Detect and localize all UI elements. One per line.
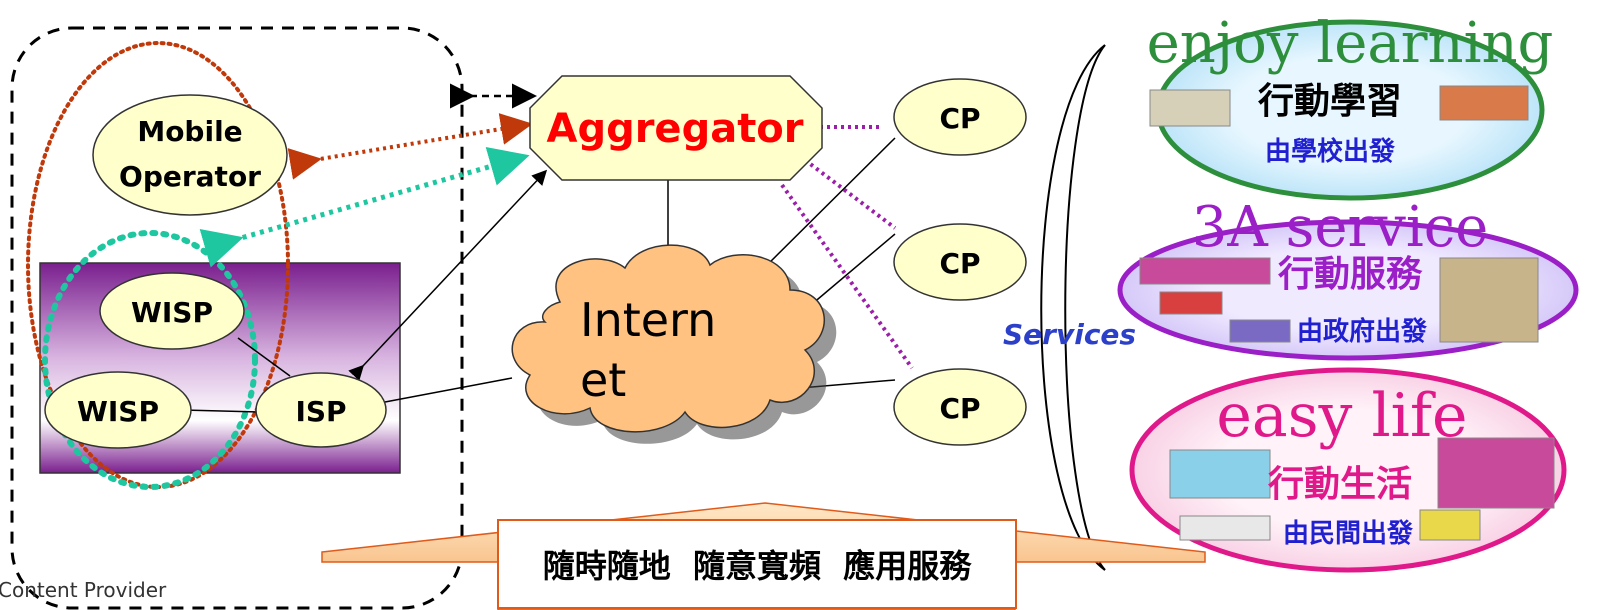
isp-label: ISP [295, 395, 346, 428]
wisp-label-1: WISP [131, 296, 213, 329]
service-oval-3a: 3A service 行動服務 由政府出發 [1117, 195, 1579, 361]
learning-clipart-right [1439, 85, 1529, 121]
cp-label-3: CP [939, 392, 980, 425]
internet-label-line1: Intern [580, 293, 716, 347]
aggregator-cp2-link [803, 158, 897, 230]
life-clipart-ambulance [1179, 515, 1271, 541]
services-label: Services [1003, 318, 1136, 351]
bottom-banner-text: 隨時隨地 隨意寬頻 應用服務 [543, 547, 973, 585]
internet-cloud [511, 244, 837, 444]
service-oval-learning: enjoy learning 行動學習 由學校出發 [1147, 11, 1554, 201]
cp-node-2 [893, 223, 1027, 301]
mobile-operator-node [92, 94, 288, 216]
operator-aggregator-arrow [287, 113, 533, 180]
cp-label-2: CP [939, 247, 980, 280]
service-title-life: 行動生活 [1268, 464, 1412, 505]
service-subtitle-3a: 由政府出發 [1297, 316, 1428, 347]
service-banner-3a: 3A service [1192, 195, 1489, 260]
wisp-isp-link-2 [182, 409, 259, 413]
3a-clipart-blue [1229, 319, 1291, 343]
mobile-operator-label-line2: Operator [119, 160, 261, 193]
service-subtitle-learning: 由學校出發 [1265, 136, 1396, 167]
isp-internet-link [384, 377, 513, 403]
service-banner-learning: enjoy learning [1147, 11, 1554, 76]
aggregator-label: Aggregator [546, 106, 803, 152]
cp-label-1: CP [939, 102, 980, 135]
service-title-learning: 行動學習 [1258, 81, 1402, 122]
service-oval-life: easy life 行動生活 由民間出發 [1129, 367, 1567, 573]
internet-label-line2: et [580, 353, 626, 407]
wisp-node-2 [44, 371, 192, 449]
cp-node-1 [893, 78, 1027, 156]
life-clipart-beach [1169, 449, 1271, 499]
service-subtitle-life: 由民間出發 [1283, 519, 1414, 549]
life-clipart-food [1419, 509, 1481, 541]
learning-clipart-left [1149, 89, 1231, 127]
aggregator-node [529, 75, 823, 181]
cp-node-3 [893, 368, 1027, 446]
3a-clipart-worker [1439, 257, 1539, 343]
service-title-3a: 行動服務 [1278, 254, 1423, 295]
service-banner-life: easy life [1216, 381, 1467, 451]
internet-cp1-link [759, 137, 896, 273]
bottom-banner-box [497, 519, 1017, 609]
services-bracket-outer [1040, 44, 1106, 571]
mobile-operator-label-line1: Mobile [137, 115, 242, 148]
wisp-label-2: WISP [77, 395, 159, 428]
isp-node [255, 372, 387, 448]
wisp-loop [42, 230, 258, 490]
content-provider-footnote: Content Provider [0, 578, 167, 602]
services-bracket-inner [1064, 44, 1106, 571]
wisp-isp-link-1 [237, 337, 291, 377]
aggregator-cp3-link [780, 183, 914, 370]
internet-cp2-link [804, 233, 896, 311]
life-clipart-buildings [1437, 437, 1555, 509]
3a-clipart-red [1159, 291, 1223, 315]
wisp-node-1 [99, 272, 245, 350]
3a-clipart-pink [1139, 257, 1271, 285]
